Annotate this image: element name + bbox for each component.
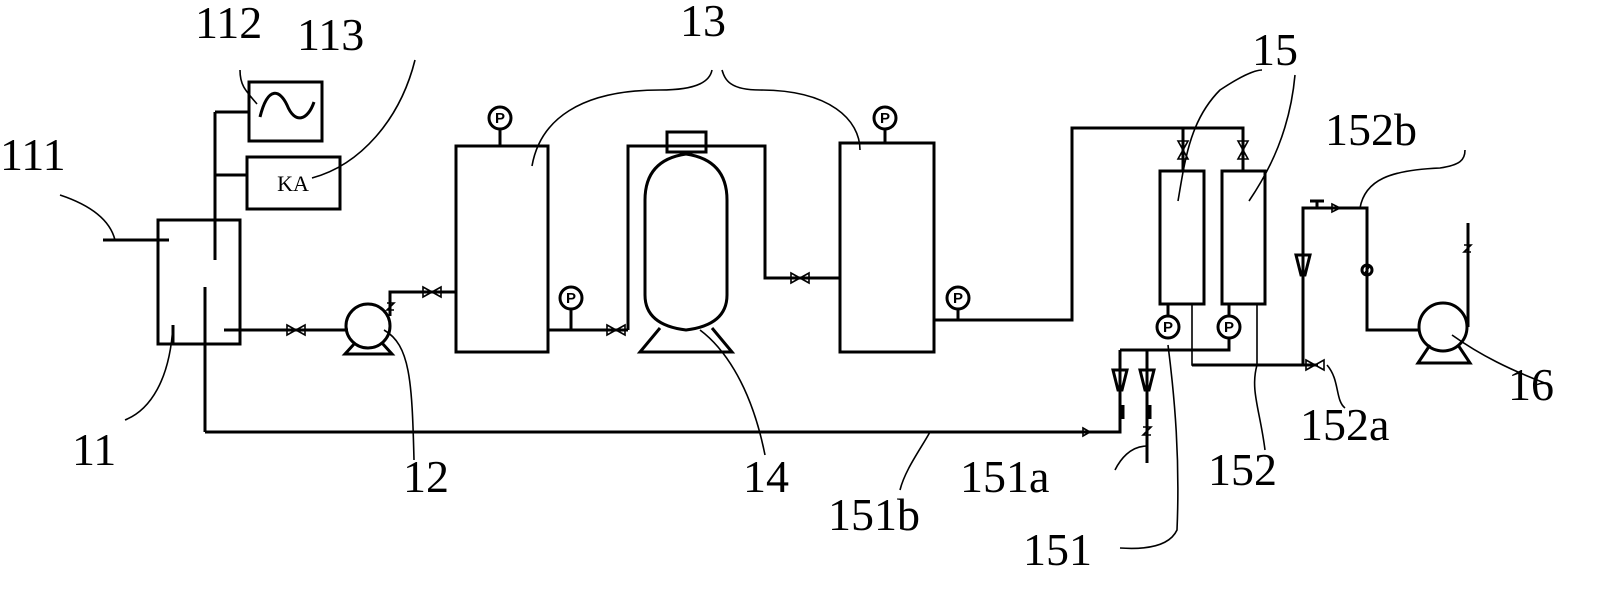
pressure-gauge-icon: P [558,285,584,330]
valve-icon [422,285,442,299]
label-16: 16 [1508,359,1554,410]
label-111: 111 [0,129,66,180]
label-151a: 151a [960,451,1049,502]
pressure-gauge-icon: P [1216,314,1242,340]
pressure-gauge-icon: P [1155,314,1181,340]
tank-13-second [838,126,1245,354]
vessel-14 [636,130,736,354]
gauge-letter: P [1163,319,1173,336]
tank-11 [103,112,348,432]
gauge-letter: P [880,110,890,127]
reference-numerals: 111 112 113 13 15 152b 11 12 14 151b 151… [0,0,1554,575]
valve-icon [1236,140,1250,160]
gauge-letter: P [953,290,963,307]
pressure-gauge-icon: P [945,285,971,320]
valves [286,140,1325,372]
gauge-letter: P [495,110,505,127]
tank-13-first [454,144,840,354]
label-13: 13 [680,0,726,46]
pressure-gauge-icon: P [872,105,898,143]
label-12: 12 [403,451,449,502]
valve-icon [606,323,626,337]
label-151b: 151b [828,489,920,540]
valve-icon [286,323,306,337]
columns-15 [1120,169,1420,367]
gauge-letter: P [566,290,576,307]
label-152b: 152b [1325,104,1417,155]
pump-16 [1415,223,1473,365]
label-151: 151 [1023,524,1092,575]
pressure-gauge-icon: P [487,105,513,146]
gauge-letter: P [1224,319,1234,336]
valve-icon [1305,358,1325,372]
sine-wave-icon [258,91,316,120]
label-152a: 152a [1300,399,1389,450]
label-14: 14 [743,451,789,502]
label-112: 112 [195,0,262,48]
valve-icon [1176,140,1190,160]
leader-lines [59,59,1551,550]
svg-text:KA: KA [277,171,309,196]
relay-113: KA [215,155,342,211]
label-113: 113 [297,9,364,60]
pump-12 [341,290,455,356]
valve-icon [790,271,810,285]
label-15: 15 [1252,24,1298,75]
return-line-151b [205,202,1374,463]
pressure-gauges: P P P P P P [487,105,1242,340]
label-11: 11 [72,424,116,475]
label-152: 152 [1208,444,1277,495]
signal-generator-112 [215,80,324,143]
